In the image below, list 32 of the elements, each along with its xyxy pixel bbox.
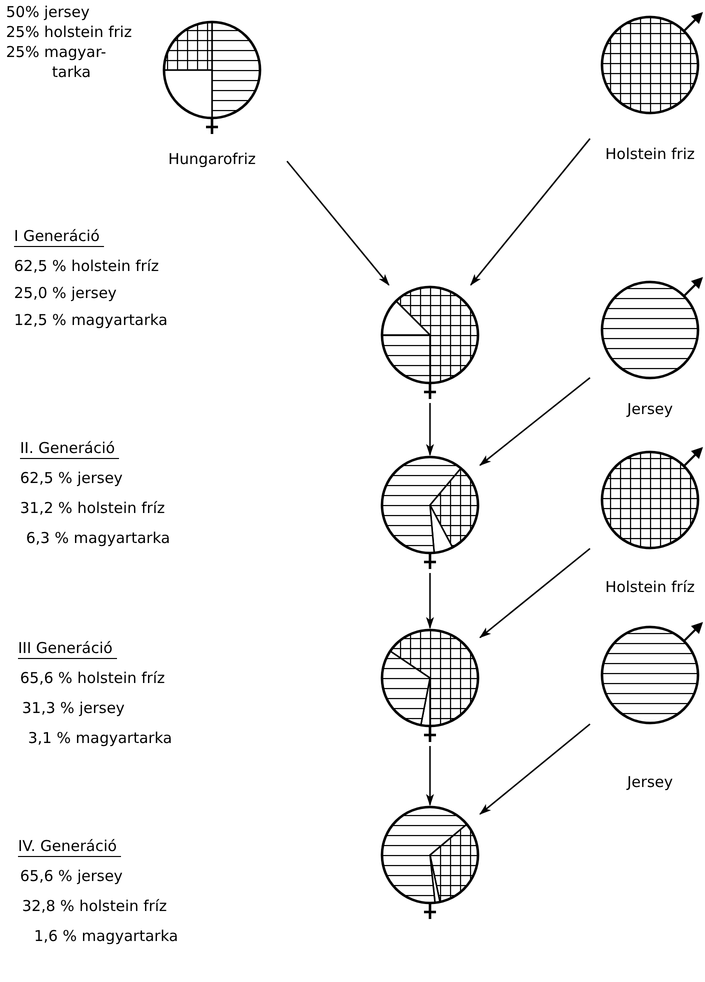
arrow: [479, 724, 590, 815]
breed-label: Hungarofriz: [167, 150, 257, 168]
breed-percentage: 32,8 % holstein fríz: [22, 896, 167, 916]
breed-percentage: 25% holstein friz: [6, 22, 132, 42]
breed-percentage: 62,5 % jersey: [20, 468, 123, 488]
breed-percentage: 65,6 % jersey: [20, 866, 123, 886]
breed-label: Holstein fríz: [604, 578, 696, 596]
generation-heading: I Generáció: [14, 226, 104, 247]
breed-percentage: 25,0 % jersey: [14, 283, 117, 303]
arrow: [426, 403, 434, 456]
breed-percentage: 62,5 % holstein fríz: [14, 256, 159, 276]
breed-percentage: 3,1 % magyartarka: [28, 728, 172, 748]
generation-heading: IV. Generáció: [18, 836, 121, 857]
arrow: [426, 573, 434, 629]
generation-heading: II. Generáció: [20, 438, 119, 459]
arrow: [479, 377, 590, 466]
breed-percentage: 65,6 % holstein fríz: [20, 668, 165, 688]
breed-percentage: 25% magyar- tarka: [6, 42, 108, 82]
breed-percentage: 1,6 % magyartarka: [34, 926, 178, 946]
arrow: [426, 746, 434, 806]
breed-label: Jersey: [625, 400, 674, 418]
arrow: [470, 138, 591, 286]
breed-percentage: 12,5 % magyartarka: [14, 310, 168, 330]
breed-label: Jersey: [625, 773, 674, 791]
arrow: [286, 160, 390, 286]
generation-heading: III Generáció: [18, 638, 117, 659]
breed-percentage: 31,2 % holstein fríz: [20, 498, 165, 518]
breed-percentage: 31,3 % jersey: [22, 698, 125, 718]
breed-percentage: 6,3 % magyartarka: [26, 528, 170, 548]
breed-percentage: 50% jersey: [6, 2, 90, 22]
breed-label: Holstein friz: [604, 145, 696, 163]
arrow: [479, 548, 590, 638]
